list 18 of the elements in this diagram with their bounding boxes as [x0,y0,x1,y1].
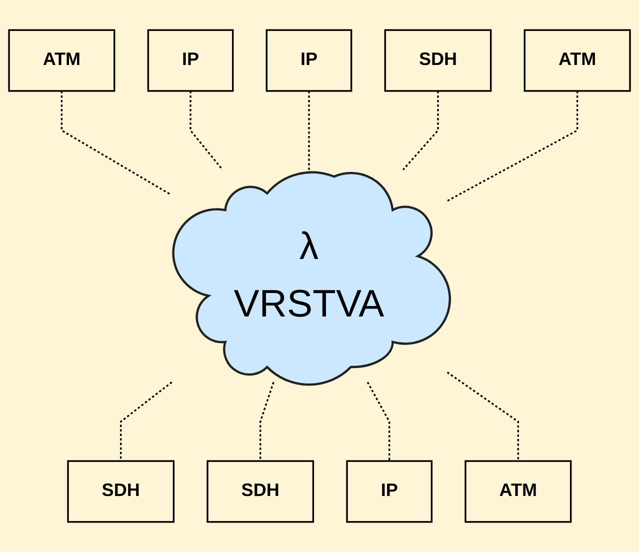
connector [260,382,274,462]
node-box: ATM [464,460,572,523]
connector [446,90,578,202]
node-box: IP [266,29,352,92]
node-box: SDH [384,29,492,92]
node-box: IP [346,460,433,523]
connector [402,90,439,170]
connector [308,90,310,170]
node-box: ATM [8,29,116,92]
connector [60,90,172,196]
connector [446,372,519,462]
connector [120,382,172,462]
node-box: IP [147,29,234,92]
node-box: SDH [206,460,314,523]
connector [190,90,224,170]
node-box: SDH [67,460,175,523]
connector [366,382,390,462]
node-box: ATM [524,29,631,92]
